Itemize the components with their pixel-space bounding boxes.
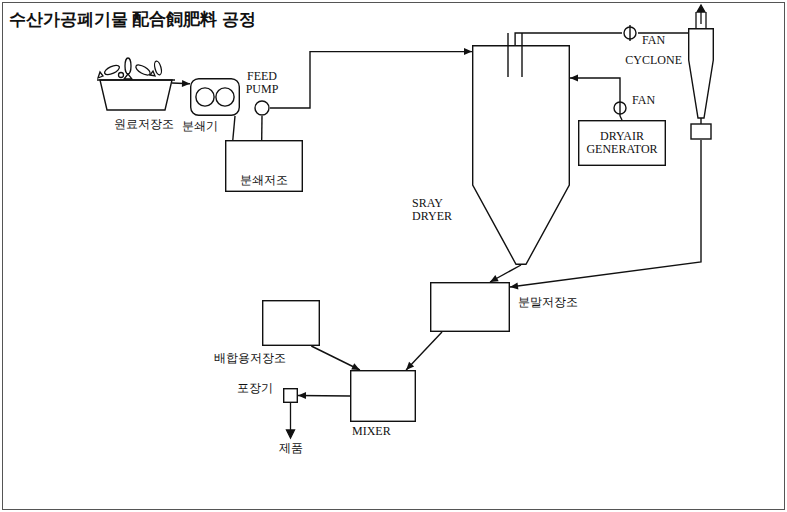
- spray-dryer-shape: [472, 45, 570, 265]
- flow-line: [270, 52, 472, 108]
- rect-outline: [263, 301, 320, 346]
- fish-pile: [98, 58, 163, 79]
- node-label: DRYAIR GENERATOR: [583, 130, 661, 156]
- free-label: 제품: [279, 442, 303, 455]
- exhaust-pipe: [696, 5, 706, 28]
- powder-tank-shape: [430, 282, 510, 332]
- mixer: MIXER: [350, 370, 416, 422]
- flow-line: [261, 116, 263, 140]
- node-label: FEED PUMP: [238, 70, 286, 96]
- fan: FAN: [622, 25, 638, 41]
- flow-line: [298, 395, 350, 397]
- mixer-shape: [350, 370, 416, 422]
- frame: [3, 3, 785, 510]
- flow-line: [311, 346, 360, 370]
- product-arrow: [287, 403, 295, 438]
- crusher: 분쇄기: [190, 78, 240, 116]
- crusher-shape: [190, 78, 240, 116]
- fan: FAN: [612, 100, 628, 116]
- raw-material-tank-shape: [100, 80, 172, 110]
- packer-shape: [283, 388, 298, 403]
- flow-line: [570, 78, 620, 100]
- rect-outline: [226, 141, 303, 192]
- node-label: 분쇄기: [182, 120, 218, 133]
- raw-material-tank: 원료저장조: [100, 80, 172, 110]
- trap-outline: [97, 80, 175, 110]
- node-label: 분말저장조: [518, 296, 578, 309]
- packer: 포장기: [283, 388, 298, 403]
- node-label: FAN: [642, 34, 665, 47]
- cyclone-shape: [688, 28, 714, 140]
- dryer-outline: [473, 33, 570, 264]
- fan-shape: [622, 25, 638, 41]
- flow-line: [490, 265, 521, 282]
- crushed-tank: 분쇄저조: [225, 140, 303, 192]
- node-label: 배합용저장조: [214, 352, 286, 365]
- crusher-outline: [191, 79, 240, 116]
- node-label: SRAY DRYER: [412, 197, 464, 223]
- node-label: 포장기: [237, 382, 273, 395]
- blending-tank: 배합용저장조: [262, 300, 320, 346]
- feed-pump: FEED PUMP: [254, 100, 270, 116]
- rect-outline: [284, 389, 298, 403]
- dryair-generator: DRYAIR GENERATOR: [578, 120, 666, 166]
- cyclone: CYCLONE: [688, 28, 714, 140]
- diagram-title: 수산가공폐기물 配合飼肥料 공정: [9, 8, 256, 31]
- flow-line: [233, 116, 235, 140]
- node-label: 분쇄저조: [240, 174, 288, 187]
- node-label: MIXER: [352, 425, 391, 438]
- feed-pump-shape: [254, 100, 270, 116]
- rect-outline: [579, 121, 666, 166]
- fan-outline: [624, 25, 636, 41]
- flow-line: [515, 33, 622, 45]
- rect-outline: [351, 371, 416, 422]
- blending-tank-shape: [262, 300, 320, 346]
- fan-shape: [612, 100, 628, 116]
- spray-dryer: SRAY DRYER: [472, 45, 570, 265]
- flow-line: [620, 116, 622, 120]
- powder-tank: 분말저장조: [430, 282, 510, 332]
- circle-outline: [255, 101, 269, 115]
- flow-line: [406, 332, 442, 370]
- node-label: 원료저장조: [104, 118, 184, 131]
- fan-outline: [614, 100, 626, 116]
- flow-line: [172, 82, 190, 84]
- rect-outline: [431, 283, 510, 332]
- node-label: CYCLONE: [606, 54, 682, 67]
- cyclone-outline: [689, 29, 714, 139]
- node-label: FAN: [632, 94, 655, 107]
